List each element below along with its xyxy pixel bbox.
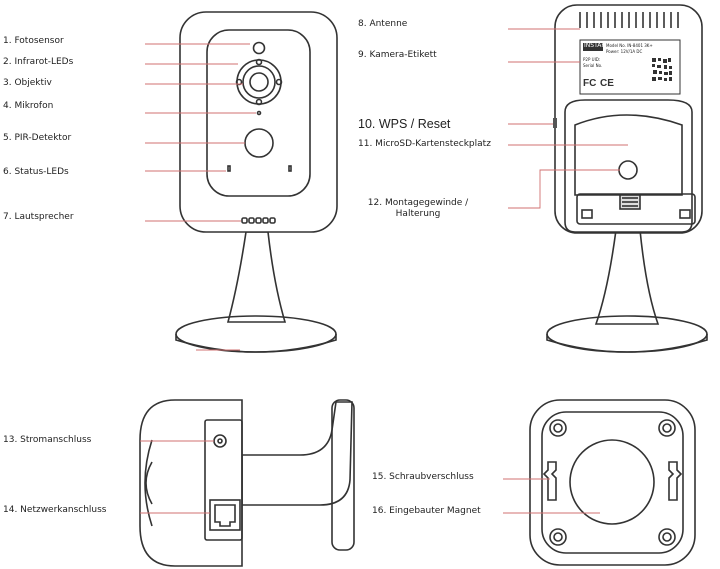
- label-eingebauter-magnet: 16. Eingebauter Magnet: [372, 506, 481, 516]
- bottom-foot-br: [658, 528, 676, 546]
- label-wps-reset: 10. WPS / Reset: [358, 117, 451, 131]
- mount-screw-right: [679, 209, 691, 219]
- sticker-line-4: Serial No.: [583, 63, 603, 68]
- front-body: [179, 11, 338, 233]
- microphone-icon: [256, 110, 262, 116]
- camera-label-sticker: [579, 39, 681, 95]
- label-fotosensor: 1. Fotosensor: [3, 36, 64, 46]
- label-qr-code: [652, 58, 672, 81]
- bottom-body: [529, 399, 696, 566]
- lens-ring: [242, 65, 276, 99]
- screw-lock-left: [542, 461, 557, 501]
- label-netzwerkanschluss: 14. Netzwerkanschluss: [3, 505, 107, 515]
- label-schraubverschluss: 15. Schraubverschluss: [372, 472, 474, 482]
- label-microsd: 11. MicroSD-Kartensteckplatz: [358, 139, 491, 149]
- bottom-foot-bl: [549, 528, 567, 546]
- bottom-foot-tl: [549, 419, 567, 437]
- leader-12: [508, 169, 620, 209]
- label-kamera-etikett: 9. Kamera-Etikett: [358, 50, 437, 60]
- sticker-brand: INSTAR: [584, 42, 606, 49]
- ir-led-right: [275, 78, 283, 86]
- back-stand-neck: [594, 229, 660, 325]
- label-pir-detektor: 5. PIR-Detektor: [3, 133, 72, 143]
- back-vent-slots: [579, 12, 679, 28]
- front-view: [175, 11, 338, 353]
- screw-lock-right: [668, 461, 683, 501]
- sticker-line-1: Model No. IN-8401 3K+: [606, 43, 653, 48]
- back-stand-base-rim: [546, 334, 708, 353]
- label-objektiv: 3. Objektiv: [3, 78, 52, 88]
- back-recess: [574, 114, 683, 196]
- network-port-icon: [209, 499, 241, 531]
- sticker-line-2: Power: 12V/1A DC: [606, 49, 643, 54]
- status-led-right: [288, 165, 292, 172]
- ir-led-left: [235, 78, 243, 86]
- label-infrarot-leds: 2. Infrarot-LEDs: [3, 57, 74, 67]
- side-stand-base: [331, 399, 355, 551]
- label-ce-mark: CE: [600, 78, 614, 89]
- label-stromanschluss: 13. Stromanschluss: [3, 435, 92, 445]
- label-status-leds: 6. Status-LEDs: [3, 167, 69, 177]
- ir-led-bottom: [255, 98, 263, 106]
- front-stand-base-rim: [175, 334, 337, 353]
- bottom-view: [529, 399, 696, 566]
- side-panel: [204, 419, 243, 541]
- label-fc-mark: FC: [583, 78, 596, 89]
- magnet-icon: [569, 439, 655, 525]
- label-brand-box: [583, 43, 603, 51]
- label-montagegewinde-line1: 12. Montagegewinde /: [367, 198, 469, 208]
- mount-screw-left: [581, 209, 593, 219]
- side-pir-bump: [145, 461, 153, 505]
- back-view: FC CE: [546, 4, 708, 353]
- label-montagegewinde-line2: Halterung: [395, 209, 441, 219]
- back-lower-housing: [564, 99, 693, 233]
- photosensor-icon: [252, 41, 266, 55]
- wps-reset-button: [553, 118, 557, 128]
- label-antenne: 8. Antenne: [358, 19, 408, 29]
- label-mikrofon: 4. Mikrofon: [3, 101, 54, 111]
- lens-icon: [249, 72, 269, 92]
- status-led-left: [227, 165, 231, 172]
- back-mount-plate: [576, 193, 696, 225]
- sticker-line-3: P2P UID:: [583, 57, 601, 62]
- side-front-curve: [144, 439, 153, 527]
- leader-lines: [140, 28, 628, 514]
- label-lautsprecher: 7. Lautsprecher: [3, 212, 74, 222]
- side-view: [139, 399, 355, 567]
- side-stand-arm: [241, 401, 353, 506]
- front-stand-neck: [226, 231, 287, 323]
- ir-led-top: [255, 58, 263, 66]
- side-body: [139, 399, 243, 567]
- speaker-grille: [241, 217, 276, 224]
- bottom-foot-tr: [658, 419, 676, 437]
- bottom-inner: [541, 411, 684, 554]
- label-montagegewinde: 12. Montagegewinde / Halterung: [366, 198, 470, 220]
